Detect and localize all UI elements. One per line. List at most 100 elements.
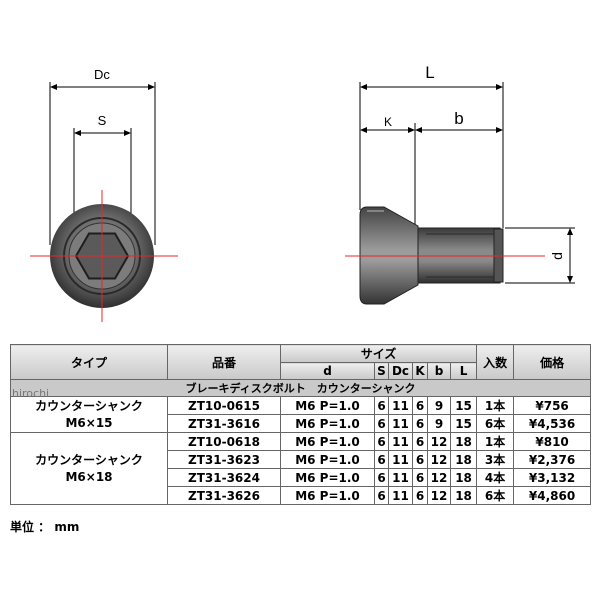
d-cell: M6 P=1.0: [280, 414, 375, 433]
s-arrow-left: [74, 130, 81, 136]
table-header: タイプ 品番 サイズ 入数 価格 d S Dc K b L: [10, 344, 592, 380]
quantity-cell: 6本: [476, 414, 515, 433]
dc-cell: 11: [388, 468, 413, 487]
dc-arrow-left: [50, 84, 57, 90]
b-cell: 9: [427, 396, 451, 415]
header-s: S: [374, 362, 389, 380]
k-cell: 6: [412, 486, 428, 505]
header-dc: Dc: [388, 362, 413, 380]
price-cell: ¥756: [513, 396, 592, 415]
type-line-2: M6×18: [65, 469, 113, 484]
d-label: d: [549, 252, 565, 260]
b-cell: 12: [427, 432, 451, 451]
d-cell: M6 P=1.0: [280, 486, 375, 505]
k-arrow-right: [408, 127, 415, 133]
s-cell: 6: [374, 396, 389, 415]
s-cell: 6: [374, 432, 389, 451]
d-arrow-top: [567, 228, 573, 235]
dc-arrow-right: [148, 84, 155, 90]
table-row: ZT31-3626 M6 P=1.0 6 11 6 12 18 6本 ¥4,86…: [11, 486, 592, 505]
part-number-cell: ZT31-3626: [167, 486, 281, 505]
table-row: カウンターシャンク M6×18 ZT10-0618 M6 P=1.0 6 11 …: [10, 432, 592, 505]
dc-cell: 11: [388, 396, 413, 415]
dc-cell: 11: [388, 414, 413, 433]
header-b: b: [427, 362, 451, 380]
k-cell: 6: [412, 396, 428, 415]
quantity-cell: 3本: [476, 450, 515, 469]
table-row: カウンターシャンク M6×15 ZT10-0615 M6 P=1.0 6 11 …: [10, 396, 592, 433]
price-cell: ¥810: [513, 432, 592, 451]
s-arrow-right: [124, 130, 131, 136]
b-cell: 9: [427, 414, 451, 433]
k-cell: 6: [412, 414, 428, 433]
price-cell: ¥4,536: [513, 414, 592, 433]
header-type: タイプ: [10, 344, 168, 380]
quantity-cell: 1本: [476, 432, 515, 451]
section-title: ブレーキディスクボルト カウンターシャンク: [9, 379, 592, 397]
l-cell: 15: [449, 396, 478, 415]
k-cell: 6: [412, 450, 428, 469]
header-quantity: 入数: [476, 344, 515, 380]
d-cell: M6 P=1.0: [280, 468, 375, 487]
s-cell: 6: [374, 468, 389, 487]
price-cell: ¥4,860: [513, 486, 592, 505]
dc-cell: 11: [388, 486, 413, 505]
header-price: 価格: [513, 344, 592, 380]
l-arrow-left: [360, 84, 367, 90]
d-cell: M6 P=1.0: [280, 396, 375, 415]
type-line-2: M6×15: [65, 415, 113, 430]
b-arrow-left: [415, 127, 422, 133]
b-cell: 12: [427, 468, 451, 487]
dc-label: Dc: [94, 67, 110, 82]
d-cell: M6 P=1.0: [280, 450, 375, 469]
s-cell: 6: [374, 486, 389, 505]
s-label: S: [98, 113, 107, 128]
k-cell: 6: [412, 432, 428, 451]
type-line-1: カウンターシャンク: [35, 452, 143, 467]
table-row: ZT31-3624 M6 P=1.0 6 11 6 12 18 4本 ¥3,13…: [11, 468, 592, 487]
price-cell: ¥2,376: [513, 450, 592, 469]
d-arrow-bottom: [567, 276, 573, 283]
l-cell: 18: [449, 468, 478, 487]
l-arrow-right: [496, 84, 503, 90]
header-d: d: [280, 362, 375, 380]
part-number-cell: ZT31-3623: [167, 450, 281, 469]
quantity-cell: 1本: [476, 396, 515, 415]
bolt-side-view: L K b d: [345, 63, 575, 305]
l-cell: 18: [449, 486, 478, 505]
type-cell: カウンターシャンク M6×18: [10, 432, 168, 505]
l-label: L: [425, 63, 434, 82]
b-label: b: [454, 109, 463, 128]
quantity-cell: 6本: [476, 486, 515, 505]
bolt-head-front-view: Dc S: [30, 67, 178, 322]
part-number-cell: ZT10-0615: [167, 396, 281, 415]
part-number-cell: ZT10-0618: [167, 432, 281, 451]
d-cell: M6 P=1.0: [280, 432, 375, 451]
b-arrow-right: [496, 127, 503, 133]
table-row: ZT31-3616 M6 P=1.0 6 11 6 9 15 6本 ¥4,536: [11, 414, 592, 433]
watermark: hirochi: [12, 387, 50, 400]
quantity-cell: 4本: [476, 468, 515, 487]
type-cell: カウンターシャンク M6×15: [10, 396, 168, 433]
l-cell: 18: [449, 432, 478, 451]
bolt-dimension-drawing: Dc S L K b: [30, 63, 575, 322]
price-cell: ¥3,132: [513, 468, 592, 487]
spec-table: タイプ 品番 サイズ 入数 価格 d S Dc K b L ブレーキディスクボル…: [9, 344, 592, 505]
b-cell: 12: [427, 486, 451, 505]
b-cell: 12: [427, 450, 451, 469]
type-line-1: カウンターシャンク: [35, 398, 143, 413]
k-label: K: [384, 115, 392, 129]
dc-cell: 11: [388, 450, 413, 469]
k-cell: 6: [412, 468, 428, 487]
l-cell: 18: [449, 450, 478, 469]
k-arrow-left: [360, 127, 367, 133]
header-part-number: 品番: [167, 344, 281, 380]
header-k: K: [412, 362, 428, 380]
part-number-cell: ZT31-3624: [167, 468, 281, 487]
s-cell: 6: [374, 450, 389, 469]
table-row: ZT31-3623 M6 P=1.0 6 11 6 12 18 3本 ¥2,37…: [11, 450, 592, 469]
header-size: サイズ: [279, 344, 478, 363]
section-row: ブレーキディスクボルト カウンターシャンク: [9, 379, 592, 397]
l-cell: 15: [449, 414, 478, 433]
unit-note: 単位 ： mm: [10, 520, 80, 534]
